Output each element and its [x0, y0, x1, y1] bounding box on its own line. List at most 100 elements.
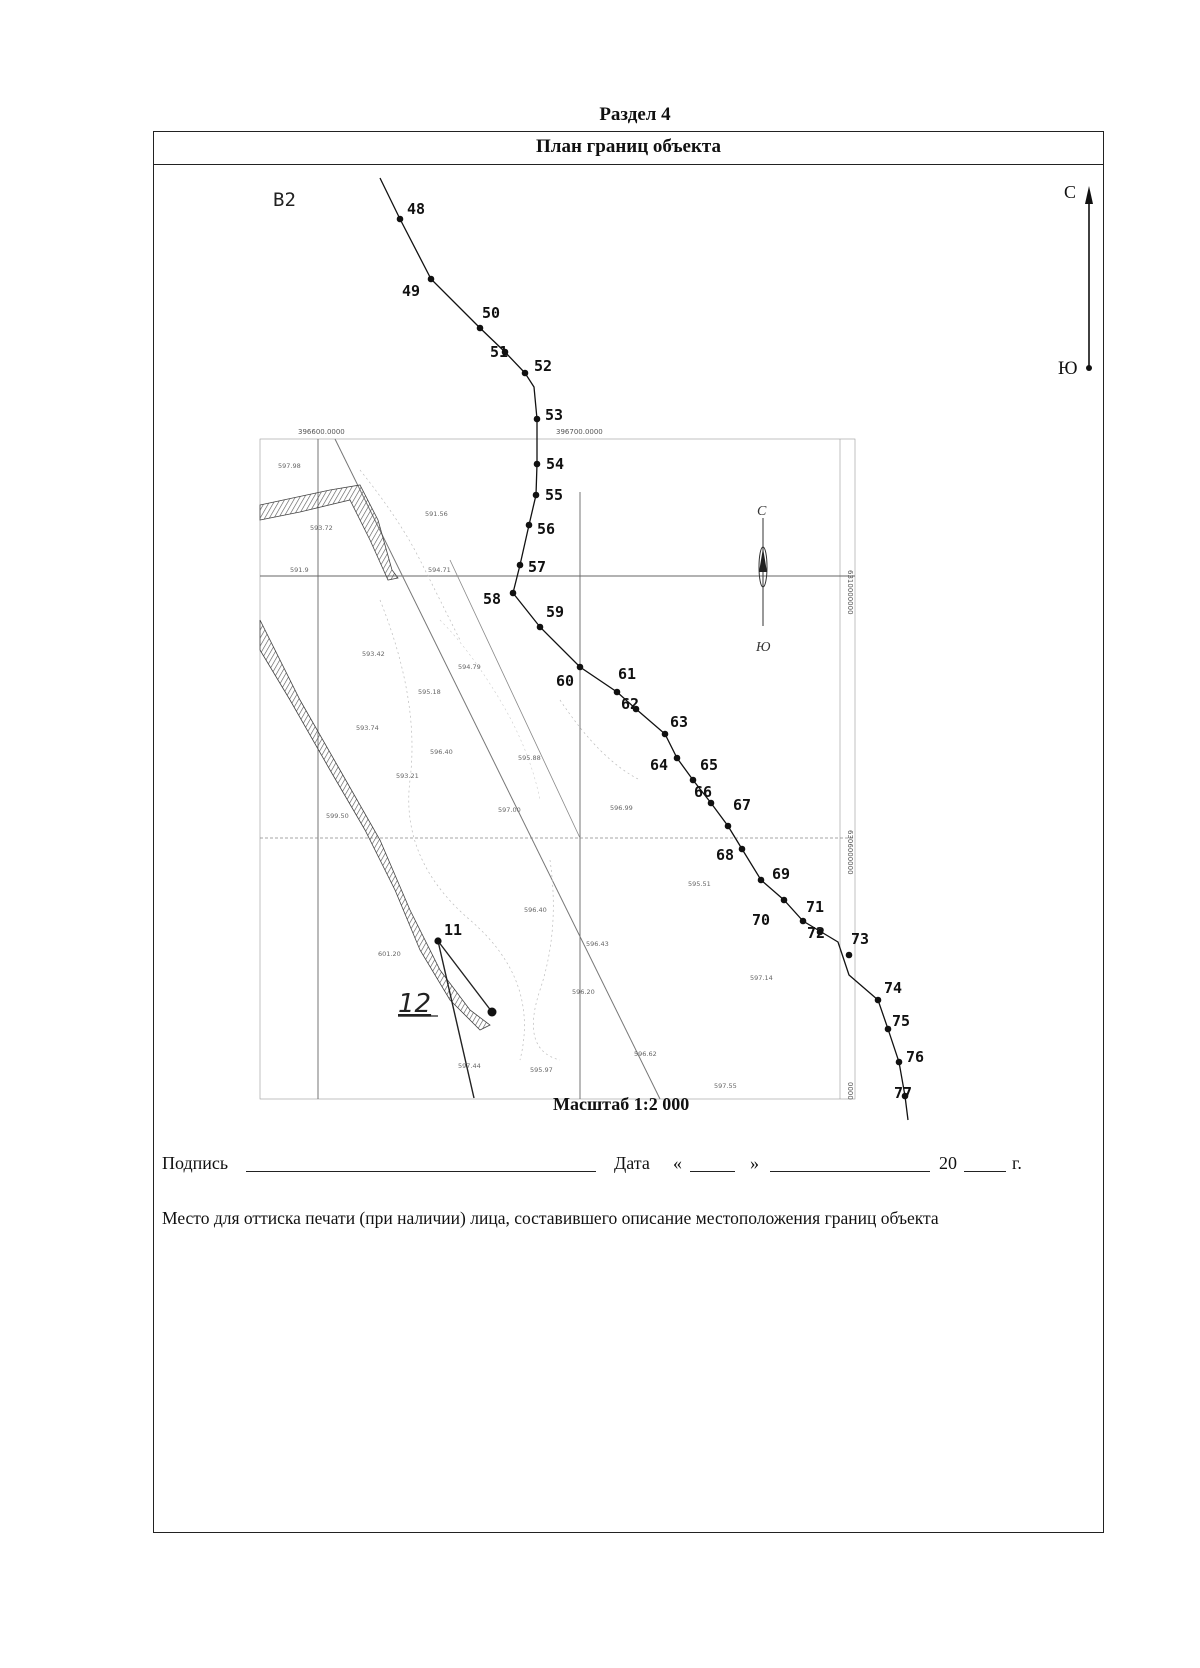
point-label: 52 — [534, 357, 552, 375]
point-label: 70 — [752, 911, 770, 929]
elevation: 593.72 — [310, 524, 333, 532]
elevation: 596.62 — [634, 1050, 657, 1058]
elevation: 593.21 — [396, 772, 419, 780]
road-line — [334, 438, 661, 1100]
point-label: 67 — [733, 796, 751, 814]
point-label: 60 — [556, 672, 574, 690]
boundary-point — [521, 369, 529, 377]
elevation: 597.00 — [498, 806, 521, 814]
year-suffix: г. — [1012, 1153, 1022, 1173]
point-label: 73 — [851, 930, 869, 948]
elevation: 599.50 — [326, 812, 349, 820]
boundary-point — [724, 822, 732, 830]
boundary-point — [707, 799, 715, 807]
point-label: 69 — [772, 865, 790, 883]
point-label: 64 — [650, 756, 668, 774]
boundary-point — [874, 996, 882, 1004]
point-label: 56 — [537, 520, 555, 538]
parcel-boundary — [437, 940, 493, 1013]
point-label: 72 — [807, 924, 825, 942]
inner-compass-south: Ю — [755, 640, 771, 655]
point-label: 77 — [894, 1084, 912, 1102]
boundary-point — [516, 561, 524, 569]
boundary-point — [434, 937, 442, 945]
slope-hatch — [259, 619, 491, 1031]
elevation: 595.97 — [530, 1066, 553, 1074]
boundary-point — [525, 521, 533, 529]
parcel-boundary — [437, 940, 475, 1099]
compass-north-label: С — [1064, 182, 1076, 202]
elevation: 597.14 — [750, 974, 773, 982]
point-label: 76 — [906, 1048, 924, 1066]
point-label: 59 — [546, 603, 564, 621]
point-label: 61 — [618, 665, 636, 683]
elevation: 595.51 — [688, 880, 711, 888]
date-day-line[interactable] — [690, 1153, 735, 1172]
boundary-point — [816, 928, 824, 936]
boundary-point-marker — [487, 1007, 497, 1017]
elevation: 596.40 — [430, 748, 453, 756]
boundary-point — [427, 275, 435, 283]
point-label: 57 — [528, 558, 546, 576]
elevation: 594.71 — [428, 566, 451, 574]
elevation: 597.44 — [458, 1062, 481, 1070]
elevation: 596.99 — [610, 804, 633, 812]
grid-label: 6306000000 — [846, 830, 854, 875]
elevation: 596.43 — [586, 940, 609, 948]
boundary-point — [901, 1092, 909, 1100]
boundary-point — [536, 623, 544, 631]
date-open-quote: « — [673, 1153, 682, 1173]
elevation: 596.40 — [524, 906, 547, 914]
grid-label: 0000 — [846, 1082, 854, 1100]
slope-hatch — [259, 484, 399, 581]
sheet-label: B2 — [273, 189, 296, 211]
boundary-point — [738, 845, 746, 853]
grid-label: 396700.0000 — [556, 428, 603, 436]
boundary-point — [799, 917, 807, 925]
boundary-point — [501, 348, 509, 356]
boundary-point — [576, 663, 584, 671]
grid-label: 396600.0000 — [298, 428, 345, 436]
north-arrow-icon: С Ю — [1058, 182, 1093, 379]
boundary-point — [533, 460, 541, 468]
point-label: 53 — [545, 406, 563, 424]
elevation-labels: 597.98 593.72 591.9 591.56 594.71 593.42… — [278, 462, 773, 1090]
boundary-point — [396, 215, 404, 223]
point-label: 63 — [670, 713, 688, 731]
date-close-quote: » — [750, 1153, 759, 1173]
boundary-point — [845, 951, 853, 959]
road-line — [449, 559, 581, 839]
inner-north-arrow-icon: С Ю — [755, 504, 771, 655]
map-scale: Масштаб 1:2 000 — [553, 1094, 690, 1114]
boundary-point — [780, 896, 788, 904]
point-label: 65 — [700, 756, 718, 774]
section-heading: Раздел 4 — [599, 104, 671, 125]
elevation: 597.98 — [278, 462, 301, 470]
point-label: 66 — [694, 783, 712, 801]
signature-label: Подпись — [162, 1153, 229, 1173]
boundary-point — [532, 491, 540, 499]
boundary-point — [757, 876, 765, 884]
elevation: 601.20 — [378, 950, 401, 958]
elevation: 594.79 — [458, 663, 481, 671]
boundary-point — [895, 1058, 903, 1066]
boundary-point — [632, 705, 640, 713]
boundary-point — [689, 776, 697, 784]
plan-frame: План границ объекта — [153, 131, 1104, 1533]
date-month-line[interactable] — [770, 1153, 930, 1172]
boundary-point — [661, 730, 669, 738]
grid-label: 6310000000 — [846, 570, 854, 615]
boundary-line — [379, 177, 909, 1121]
topo-basemap — [259, 438, 856, 1100]
elevation: 597.55 — [714, 1082, 737, 1090]
signature-line[interactable] — [246, 1153, 596, 1172]
boundary-point — [509, 589, 517, 597]
point-label: 71 — [806, 898, 824, 916]
point-label: 55 — [545, 486, 563, 504]
point-label: 51 — [490, 343, 508, 361]
boundary-point — [673, 754, 681, 762]
boundary-points — [396, 215, 909, 1100]
point-label: 50 — [482, 304, 500, 322]
date-year-line[interactable] — [964, 1153, 1006, 1172]
year-prefix: 20 — [939, 1153, 957, 1173]
